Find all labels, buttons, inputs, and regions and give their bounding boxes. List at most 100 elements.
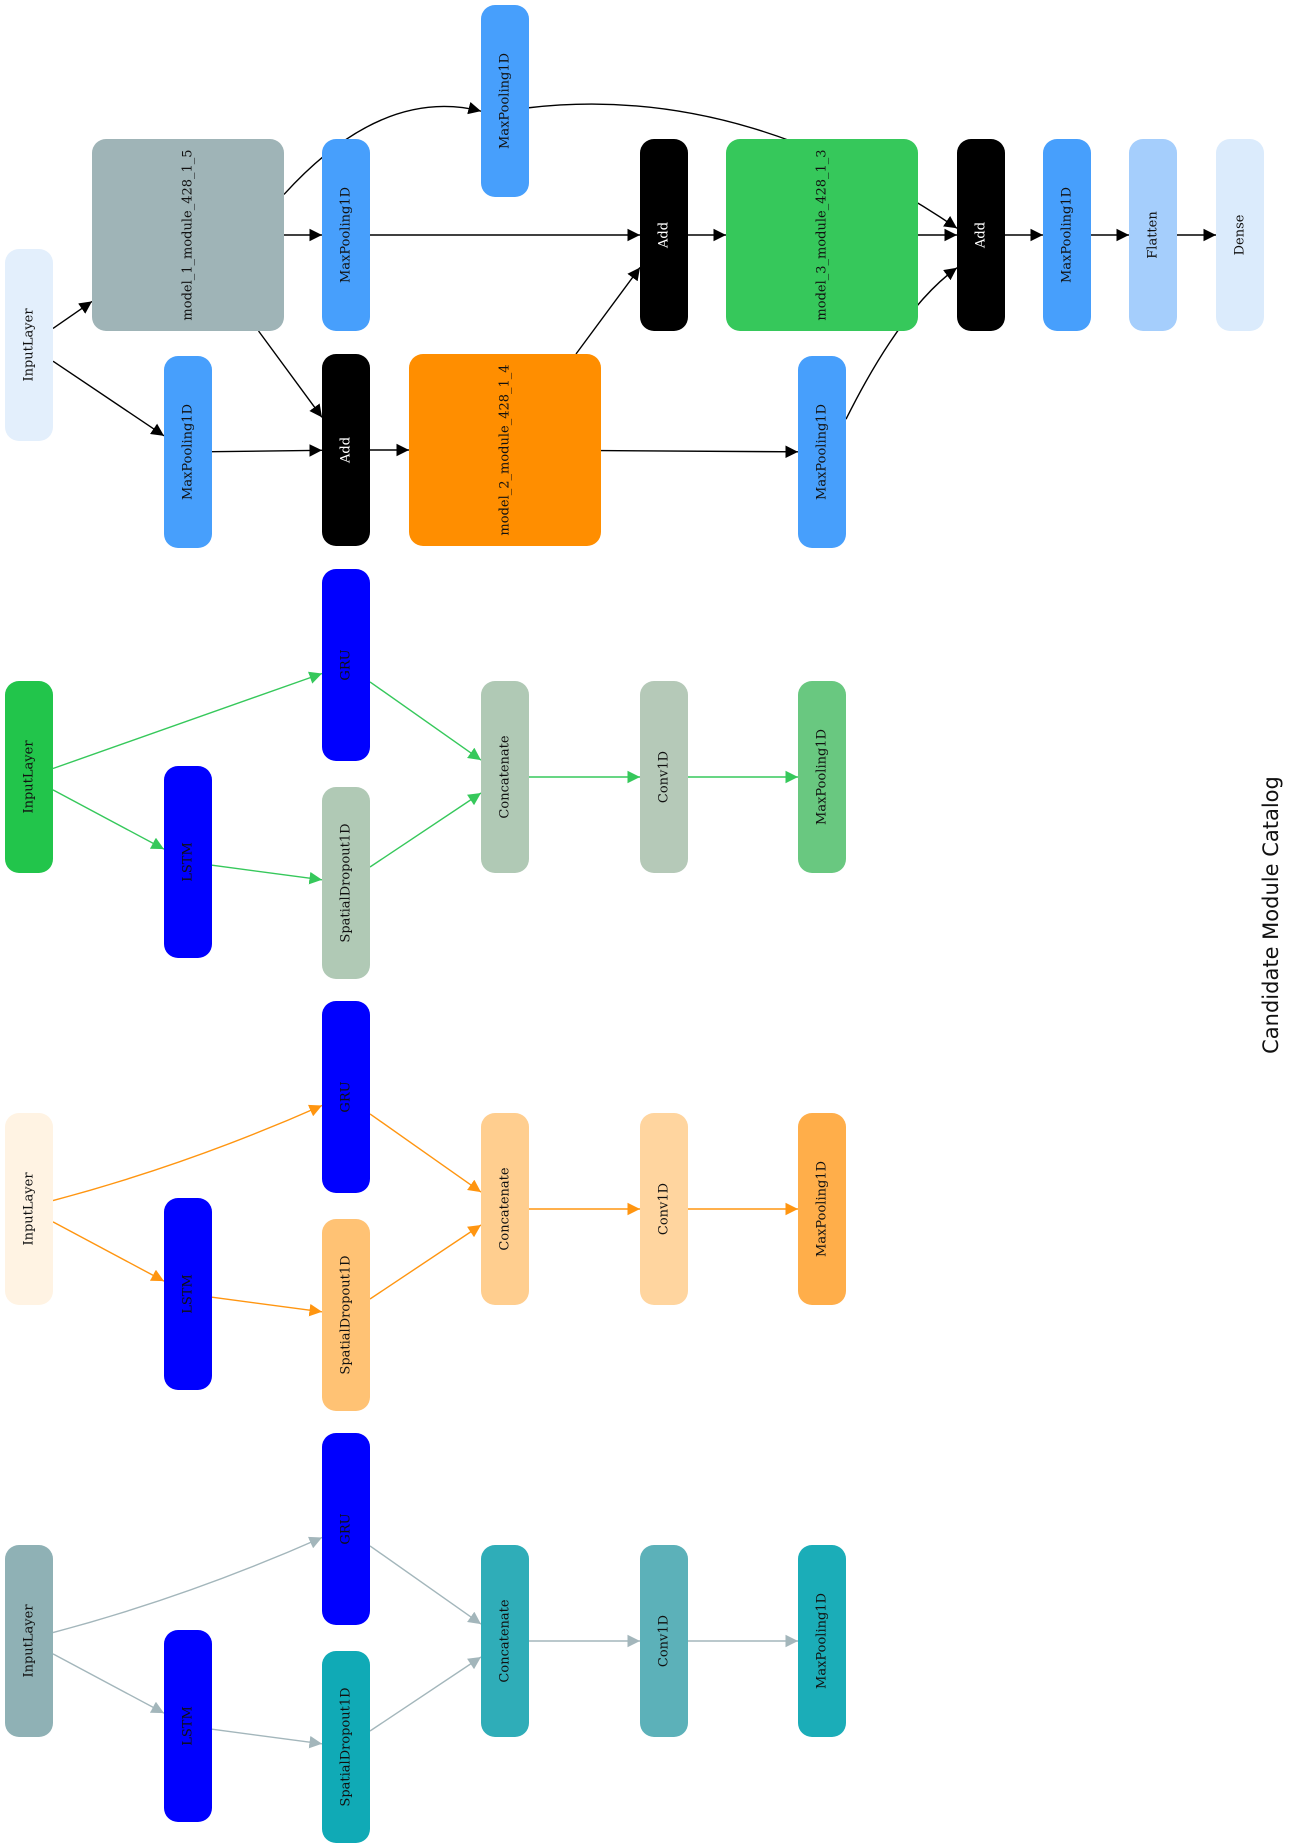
node-label: SpatialDropout1D <box>339 823 354 942</box>
node-lstm: LSTM <box>164 1198 212 1390</box>
node-label: Concatenate <box>498 1167 513 1250</box>
node-box <box>164 356 212 548</box>
edge-in-to-mpA <box>52 360 165 437</box>
node-box <box>322 1001 370 1193</box>
node-label: Concatenate <box>498 1599 513 1682</box>
edge-lstm-to-sd <box>211 1296 323 1317</box>
node-box <box>322 1433 370 1625</box>
node-box <box>5 681 53 873</box>
node-label: InputLayer <box>22 308 37 382</box>
node-box <box>164 766 212 958</box>
node-concatenate: Concatenate <box>481 1113 529 1305</box>
edge-lstm-to-sd <box>211 864 323 885</box>
node-label: MaxPooling1D <box>815 404 830 500</box>
edge-m2-to-mpD <box>600 445 799 459</box>
node-box <box>957 139 1005 331</box>
node-box <box>640 139 688 331</box>
node-label: LSTM <box>181 1274 196 1314</box>
node-maxpooling1d: MaxPooling1D <box>1043 139 1091 331</box>
edge-m1-to-mpC <box>283 101 482 195</box>
node-label: model_1_module_428_1_5 <box>181 149 196 320</box>
node-box <box>798 356 846 548</box>
node-spatialdropout1d: SpatialDropout1D <box>322 787 370 979</box>
edge-mpA-to-add1 <box>211 444 323 457</box>
node-label: LSTM <box>181 1706 196 1746</box>
node-gru: GRU <box>322 1433 370 1625</box>
node-label: MaxPooling1D <box>498 53 513 149</box>
module-top: InputLayermodel_1_module_428_1_5MaxPooli… <box>5 5 1264 548</box>
node-label: Add <box>657 222 672 249</box>
node-concatenate: Concatenate <box>481 1545 529 1737</box>
node-label: InputLayer <box>22 1172 37 1246</box>
node-box <box>640 1545 688 1737</box>
node-maxpooling1d: MaxPooling1D <box>481 5 529 197</box>
node-maxpooling1d: MaxPooling1D <box>164 356 212 548</box>
node-label: model_2_module_428_1_4 <box>498 364 513 535</box>
node-inputlayer: InputLayer <box>5 681 53 873</box>
node-label: Concatenate <box>498 735 513 818</box>
node-box <box>726 139 918 331</box>
node-box <box>322 569 370 761</box>
node-model-1-module-428-1-5: model_1_module_428_1_5 <box>92 139 284 331</box>
node-dense: Dense <box>1216 139 1264 331</box>
node-box <box>5 1545 53 1737</box>
node-maxpooling1d: MaxPooling1D <box>798 681 846 873</box>
edge-in-to-gru <box>52 1536 323 1634</box>
node-add: Add <box>322 354 370 546</box>
node-label: Conv1D <box>657 1183 672 1235</box>
node-label: MaxPooling1D <box>815 1161 830 1257</box>
node-label: MaxPooling1D <box>1060 187 1075 283</box>
node-add: Add <box>640 139 688 331</box>
edge-in-to-gru <box>52 671 323 770</box>
node-label: Conv1D <box>657 751 672 803</box>
node-box <box>322 787 370 979</box>
node-box <box>798 681 846 873</box>
node-box <box>164 1198 212 1390</box>
node-lstm: LSTM <box>164 766 212 958</box>
node-box <box>481 1113 529 1305</box>
node-label: GRU <box>339 1081 354 1112</box>
edge-in-to-lstm <box>52 1221 165 1282</box>
edge-sd-to-cat <box>369 792 482 868</box>
node-label: SpatialDropout1D <box>339 1687 354 1806</box>
node-add: Add <box>957 139 1005 331</box>
node-label: Add <box>339 437 354 464</box>
node-model-3-module-428-1-3: model_3_module_428_1_3 <box>726 139 918 331</box>
node-box <box>640 1113 688 1305</box>
node-flatten: Flatten <box>1129 139 1177 331</box>
edge-in-to-lstm <box>52 1653 165 1714</box>
node-label: MaxPooling1D <box>181 404 196 500</box>
node-box <box>798 1545 846 1737</box>
node-label: Add <box>974 222 989 249</box>
node-box <box>1216 139 1264 331</box>
node-conv1d: Conv1D <box>640 1113 688 1305</box>
node-gru: GRU <box>322 1001 370 1193</box>
node-box <box>481 5 529 197</box>
node-box <box>322 1651 370 1843</box>
node-model-2-module-428-1-4: model_2_module_428_1_4 <box>409 354 601 546</box>
node-box <box>1043 139 1091 331</box>
node-box <box>322 139 370 331</box>
node-spatialdropout1d: SpatialDropout1D <box>322 1219 370 1411</box>
edge-lstm-to-sd <box>211 1728 323 1749</box>
node-label: SpatialDropout1D <box>339 1255 354 1374</box>
node-inputlayer: InputLayer <box>5 249 53 441</box>
edges-layer <box>52 101 1216 1749</box>
node-label: Flatten <box>1146 211 1161 259</box>
edge-in-to-m1 <box>52 300 93 329</box>
node-box <box>164 1630 212 1822</box>
edge-sd-to-cat <box>369 1656 482 1732</box>
node-label: MaxPooling1D <box>815 1593 830 1689</box>
node-label: LSTM <box>181 842 196 882</box>
node-label: Dense <box>1233 214 1248 255</box>
node-box <box>322 354 370 546</box>
diagram-title: Candidate Module Catalog <box>1259 776 1283 1054</box>
node-label: model_3_module_428_1_3 <box>815 149 830 320</box>
node-box <box>5 1113 53 1305</box>
edge-in-to-lstm <box>52 789 165 850</box>
node-box <box>481 681 529 873</box>
edge-gru-to-cat <box>369 1113 482 1193</box>
node-box <box>481 1545 529 1737</box>
